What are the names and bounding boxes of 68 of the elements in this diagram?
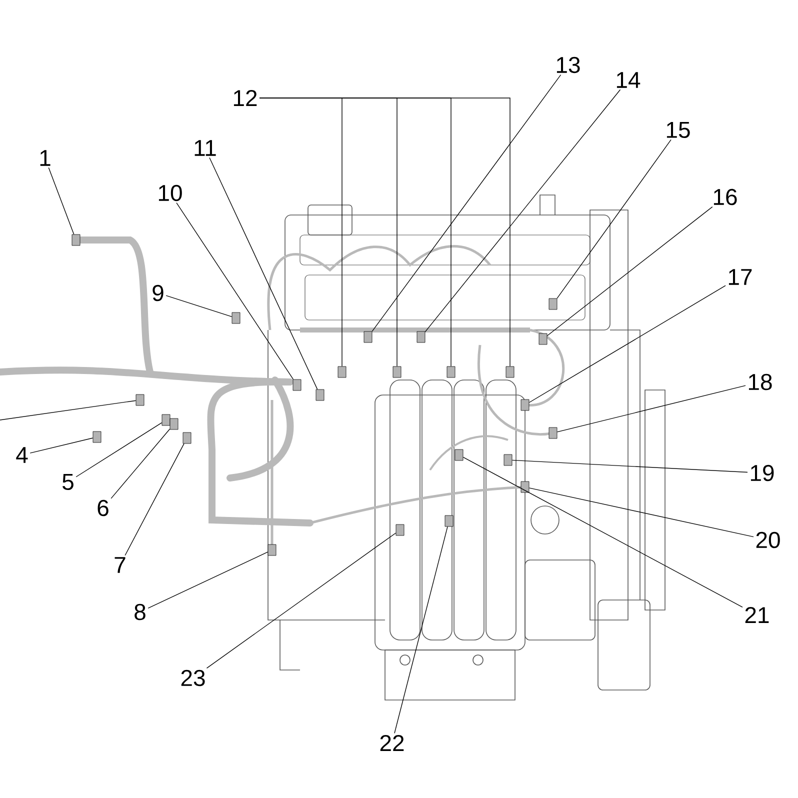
callout-number: 8	[132, 602, 148, 622]
connector	[548, 298, 558, 310]
leader-line	[206, 532, 396, 668]
leader-line	[372, 74, 562, 332]
connector	[364, 331, 372, 343]
callout-number: 19	[748, 463, 776, 483]
connector	[316, 389, 324, 401]
leader-line	[512, 460, 748, 473]
connector	[416, 331, 426, 343]
leader-line	[528, 488, 754, 538]
leader-line	[424, 89, 621, 332]
leader-line	[166, 295, 232, 317]
connector	[338, 366, 346, 378]
connector	[162, 414, 170, 426]
leader-line	[528, 285, 726, 403]
connector	[548, 427, 558, 439]
connector	[292, 379, 302, 391]
connector	[538, 333, 548, 345]
callout-number: 9	[150, 283, 166, 303]
connector	[446, 366, 456, 378]
leader-line	[462, 456, 743, 608]
connector	[520, 399, 530, 411]
connector	[182, 432, 192, 444]
leader-line	[546, 206, 713, 336]
connector	[444, 515, 454, 527]
connector	[506, 366, 514, 378]
leader-line	[394, 526, 448, 734]
leader-line	[76, 422, 162, 478]
leader-line	[556, 385, 746, 432]
callout-number: 10	[156, 183, 184, 203]
callout-number: 21	[742, 605, 772, 625]
leader-line	[0, 400, 136, 420]
connector	[92, 431, 102, 443]
callout-number: 18	[746, 372, 774, 392]
leader-line	[30, 438, 94, 454]
callout-number: 4	[14, 446, 30, 464]
connector	[396, 524, 404, 536]
connector	[520, 481, 530, 493]
callout-number: 13	[554, 55, 582, 75]
callout-number: 14	[614, 70, 642, 90]
leader-line	[48, 167, 74, 235]
leader-line	[209, 157, 318, 390]
connector	[392, 366, 402, 378]
callout-number: 20	[754, 530, 782, 550]
callout-number: 12	[230, 88, 260, 108]
leader-line	[176, 202, 294, 380]
callout-number: 7	[112, 556, 128, 574]
leader-line	[556, 139, 672, 299]
connector	[268, 544, 276, 556]
connector	[170, 418, 178, 430]
callout-number: 17	[726, 268, 754, 286]
callout-number: 22	[378, 733, 406, 753]
connector	[504, 454, 512, 466]
callout-number: 5	[60, 472, 76, 492]
connector	[454, 449, 464, 461]
leader-line	[110, 428, 170, 499]
callout-number: 23	[178, 668, 208, 688]
leader-line	[148, 552, 268, 609]
callout-number: 11	[192, 138, 218, 158]
leader-line	[124, 443, 184, 556]
callout-number: 1	[37, 148, 53, 168]
callout-number: 16	[710, 187, 740, 207]
connector	[136, 394, 144, 406]
callout-number: 15	[664, 120, 692, 140]
connector	[72, 234, 80, 246]
leader-line	[259, 98, 510, 367]
connector	[232, 312, 240, 324]
callout-number: 6	[95, 498, 111, 518]
